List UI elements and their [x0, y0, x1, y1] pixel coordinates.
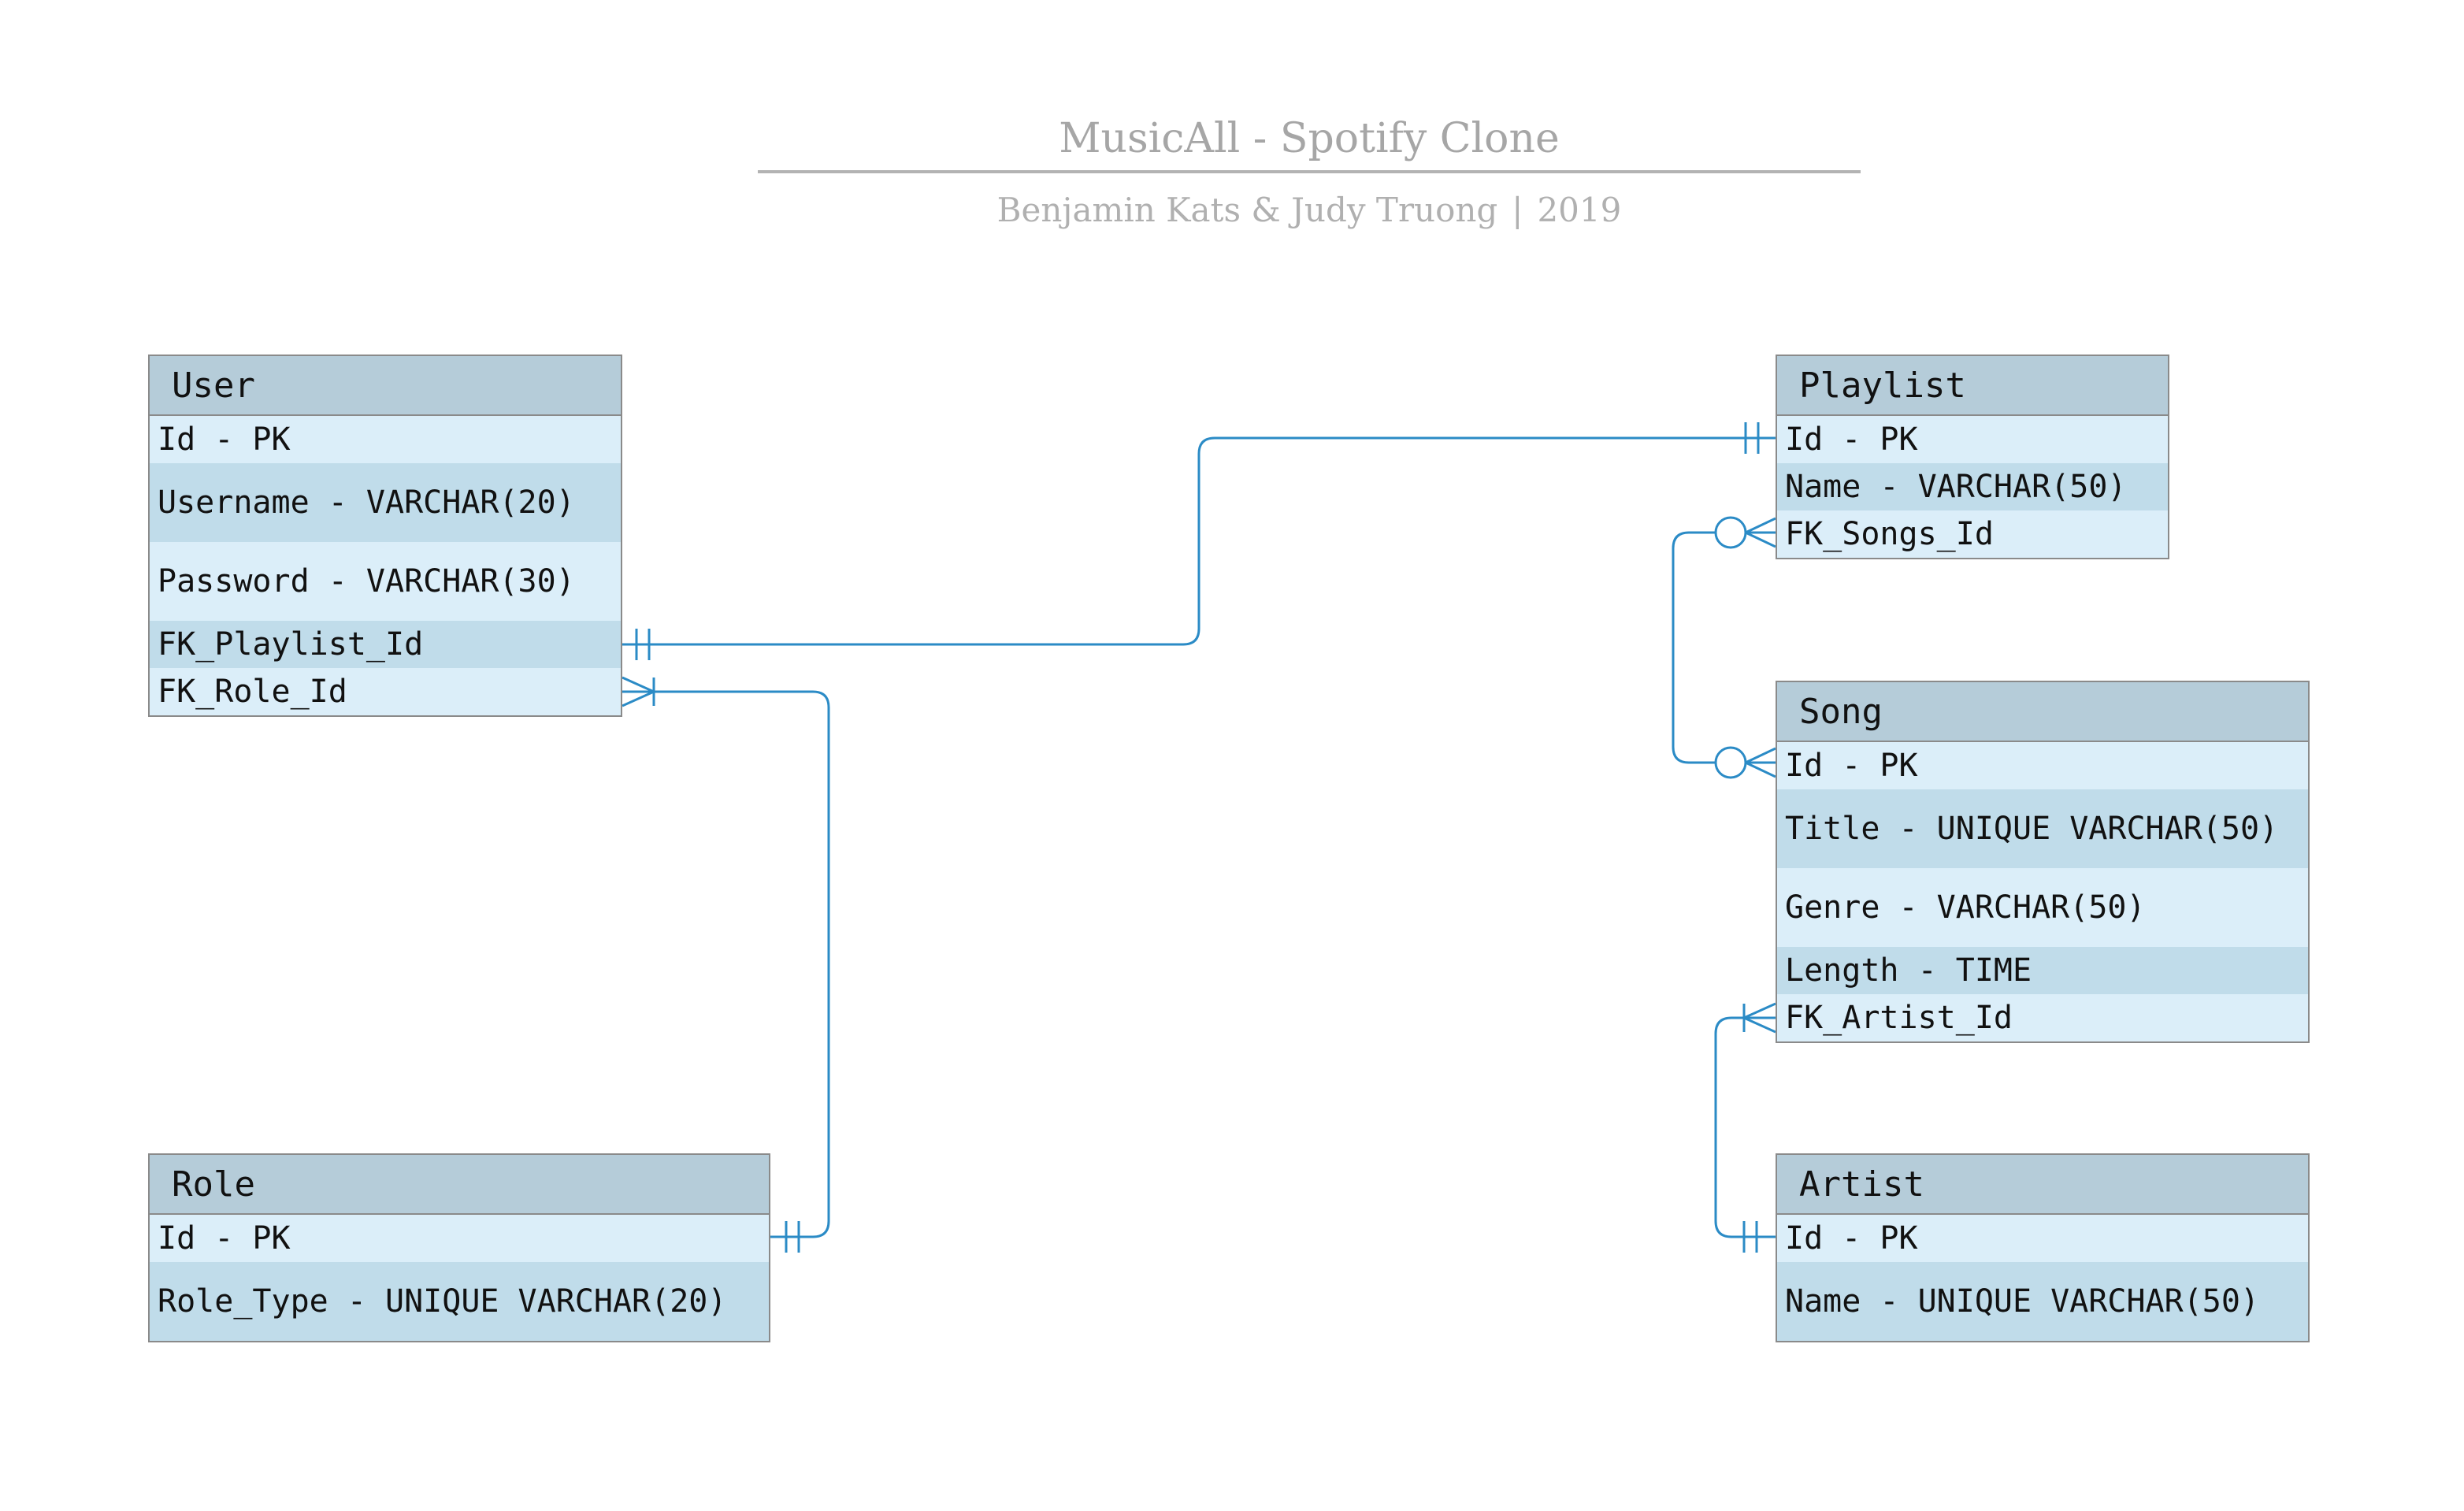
artist-field-id: Id - PK [1777, 1215, 2308, 1262]
song-entity-title: Song [1777, 682, 2308, 742]
crowsfoot-many-song-b [1745, 761, 1776, 778]
authors-text: Benjamin Kats & Judy Truong [996, 191, 1498, 229]
user-field-fk-playlist: FK_Playlist_Id [150, 621, 621, 668]
user-field-fk-role: FK_Role_Id [150, 668, 621, 715]
song-field-genre: Genre - VARCHAR(50) [1777, 868, 2308, 947]
artist-entity[interactable]: Artist Id - PK Name - UNIQUE VARCHAR(50) [1776, 1153, 2310, 1342]
connector-playlist-song[interactable] [1672, 531, 1716, 764]
crowsfoot-many-user-role-b [622, 690, 655, 707]
crowsfoot-many-song-a [1745, 747, 1776, 764]
user-entity[interactable]: User Id - PK Username - VARCHAR(20) Pass… [148, 355, 622, 717]
crowsfoot-many-user-role-a [622, 676, 655, 693]
crowsfoot-many-playlist-b [1745, 531, 1776, 548]
title-divider [758, 170, 1861, 173]
artist-entity-title: Artist [1777, 1155, 2308, 1215]
song-field-length: Length - TIME [1777, 947, 2308, 994]
song-field-id: Id - PK [1777, 742, 2308, 789]
playlist-entity-title: Playlist [1777, 356, 2168, 416]
artist-field-name: Name - UNIQUE VARCHAR(50) [1777, 1262, 2308, 1341]
playlist-entity[interactable]: Playlist Id - PK Name - VARCHAR(50) FK_S… [1776, 355, 2169, 559]
subtitle-separator: | [1512, 191, 1523, 229]
playlist-field-name: Name - VARCHAR(50) [1777, 463, 2168, 510]
user-entity-title: User [150, 356, 621, 416]
song-field-fk-artist: FK_Artist_Id [1777, 994, 2308, 1041]
diagram-title: MusicAll - Spotify Clone [1059, 115, 1560, 162]
connector-song-artist[interactable] [1714, 1016, 1776, 1238]
song-field-title: Title - UNIQUE VARCHAR(50) [1777, 789, 2308, 868]
role-field-id: Id - PK [150, 1215, 769, 1262]
user-field-username: Username - VARCHAR(20) [150, 463, 621, 542]
crowsfoot-zero-song [1714, 746, 1747, 779]
crowsfoot-many-song-artist-a [1743, 1002, 1776, 1019]
playlist-field-fk-songs: FK_Songs_Id [1777, 510, 2168, 558]
role-entity-title: Role [150, 1155, 769, 1215]
crowsfoot-many-song-artist-b [1743, 1016, 1776, 1034]
playlist-field-id: Id - PK [1777, 416, 2168, 463]
role-entity[interactable]: Role Id - PK Role_Type - UNIQUE VARCHAR(… [148, 1153, 770, 1342]
diagram-subtitle: Benjamin Kats & Judy Truong | 2019 [758, 183, 1861, 238]
connector-user-role[interactable] [622, 690, 830, 1238]
role-field-type: Role_Type - UNIQUE VARCHAR(20) [150, 1262, 769, 1341]
user-field-id: Id - PK [150, 416, 621, 463]
crowsfoot-many-playlist-a [1745, 517, 1776, 534]
connector-user-playlist[interactable] [622, 436, 1776, 646]
year-text: 2019 [1537, 191, 1622, 229]
user-field-password: Password - VARCHAR(30) [150, 542, 621, 621]
crowsfoot-zero-playlist [1714, 516, 1747, 549]
song-entity[interactable]: Song Id - PK Title - UNIQUE VARCHAR(50) … [1776, 681, 2310, 1043]
